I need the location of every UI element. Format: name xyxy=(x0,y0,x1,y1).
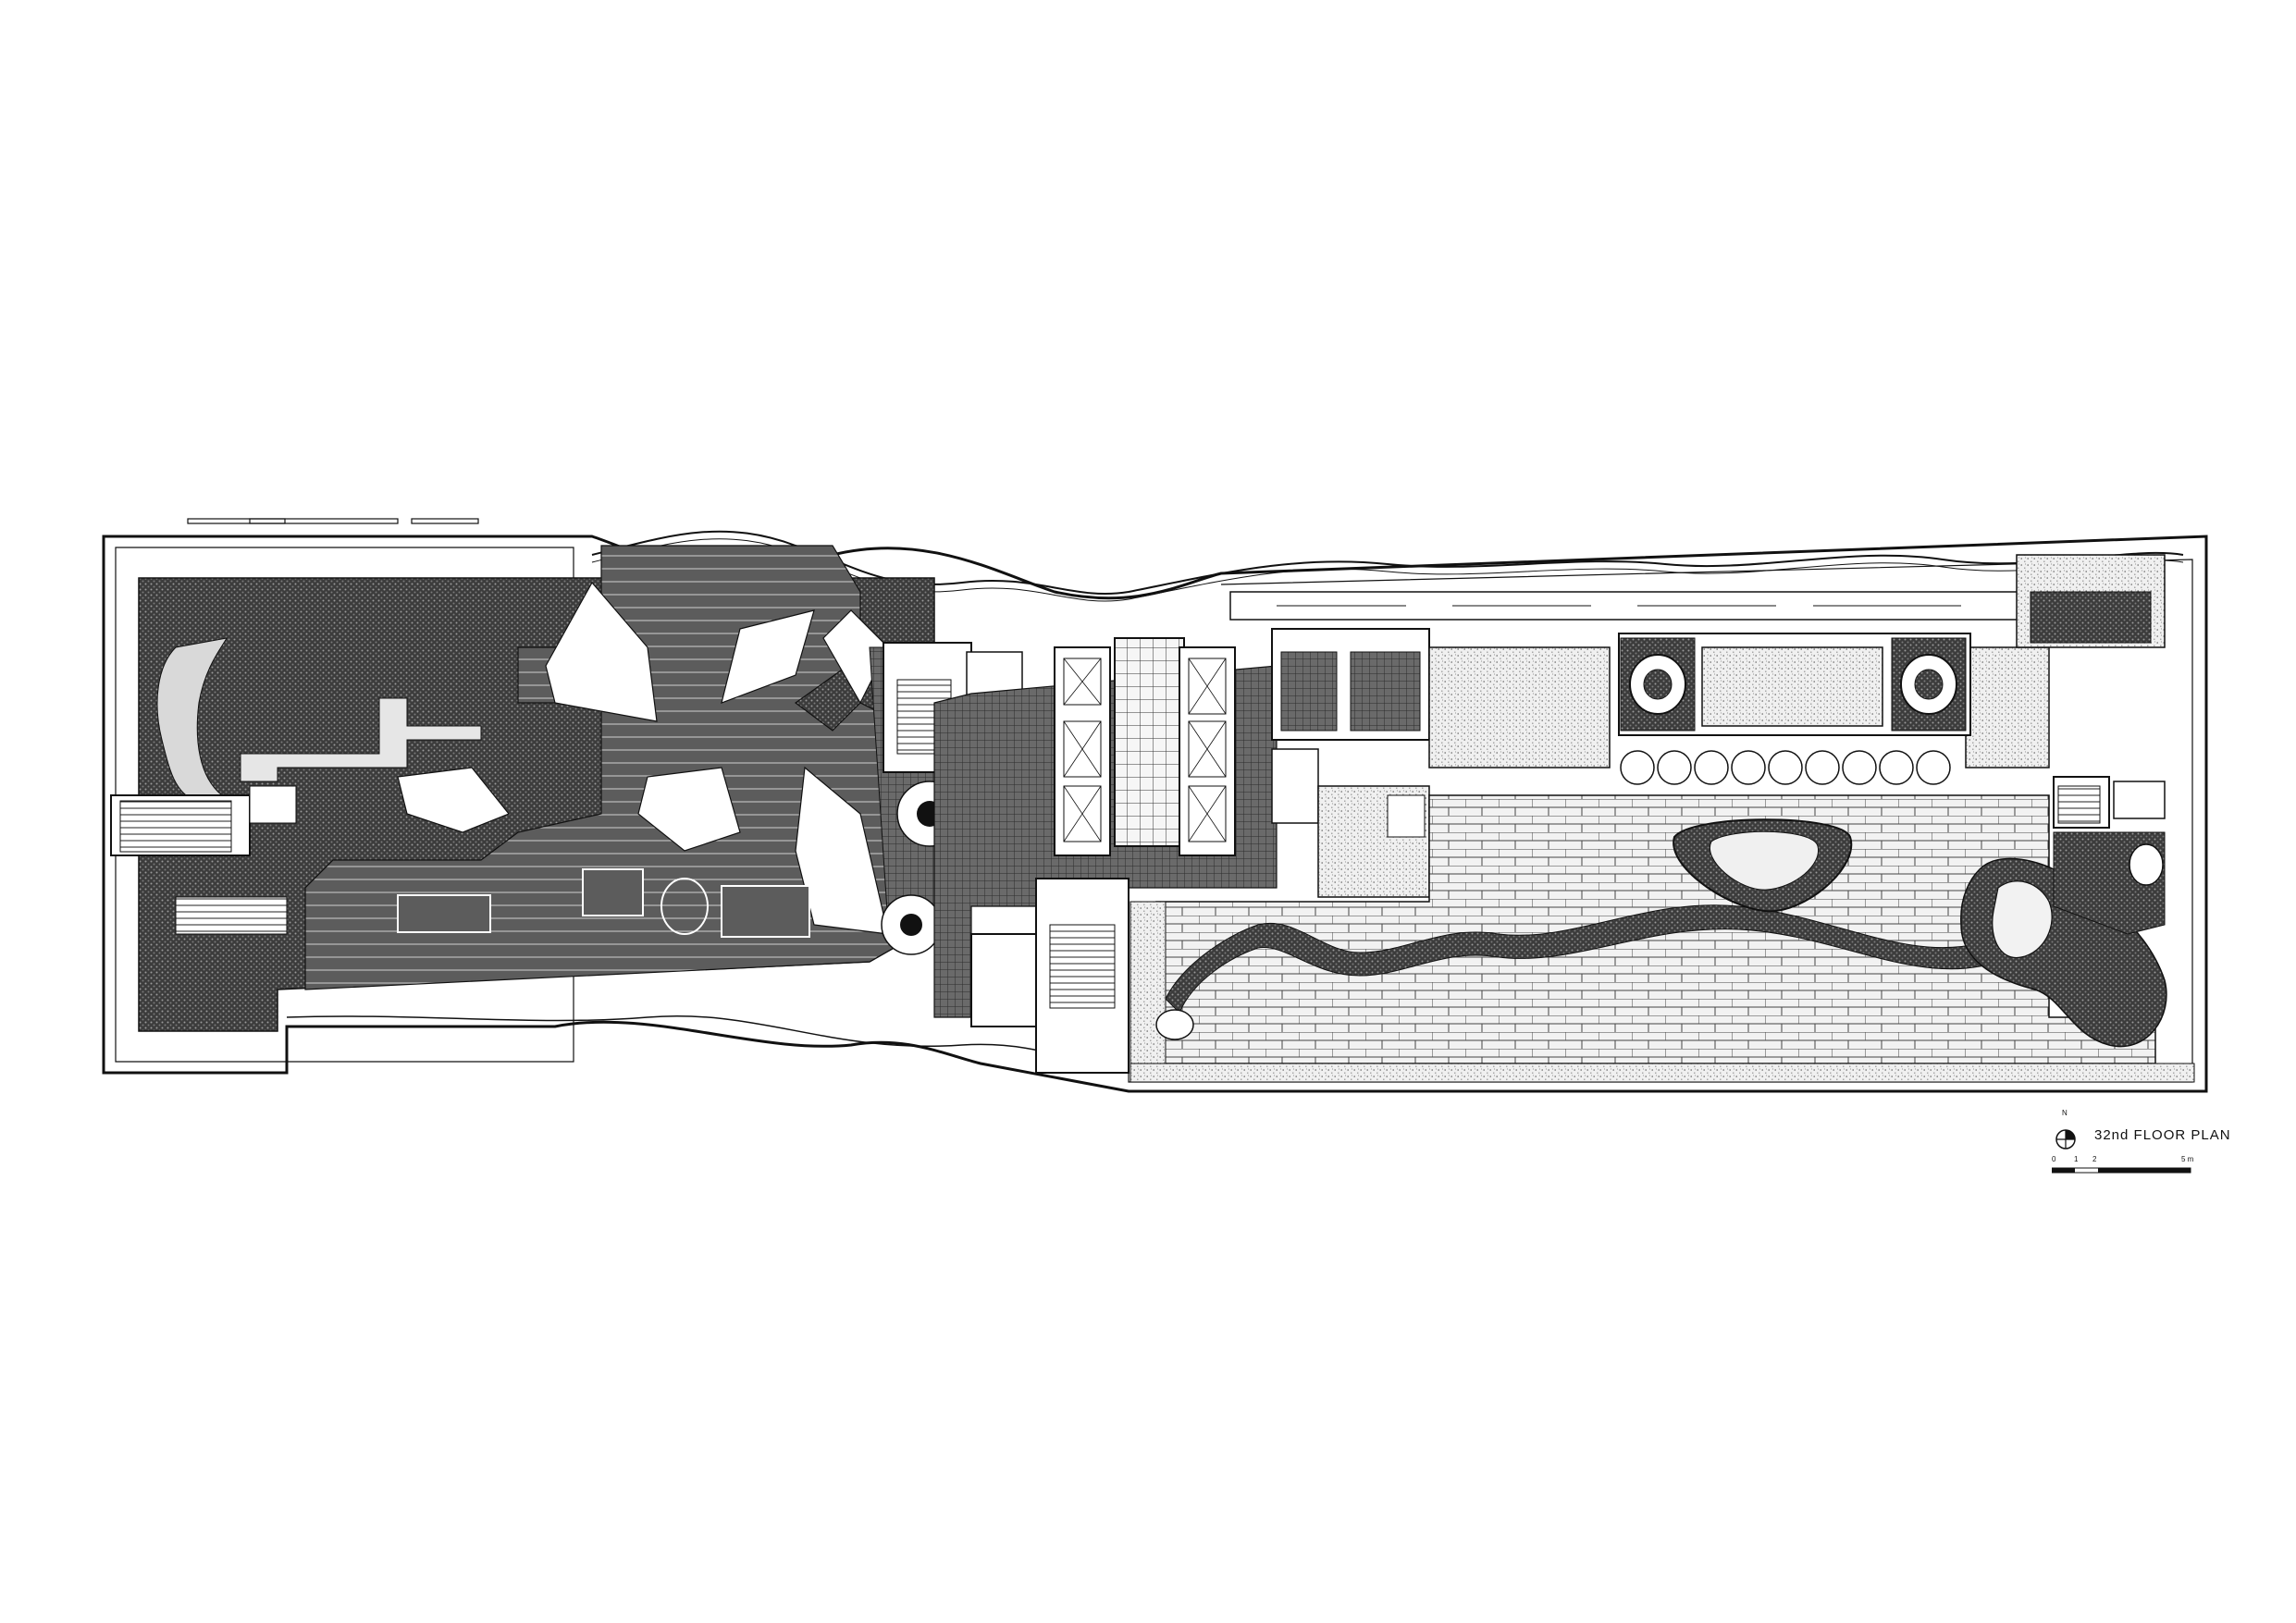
south-border xyxy=(1129,1063,2195,1083)
scale-label-1: 1 xyxy=(2074,1155,2079,1163)
west-stair xyxy=(110,785,297,856)
north-label: N xyxy=(2062,1109,2068,1117)
scale-label-0: 0 xyxy=(2052,1155,2056,1163)
west-wing xyxy=(138,545,935,1032)
scale-label-5m: 5 m xyxy=(2181,1155,2194,1163)
roof-edge-strips xyxy=(187,518,479,524)
drawing-title: 32nd FLOOR PLAN xyxy=(2094,1127,2231,1143)
plan-legend: N 32nd FLOOR PLAN 0 1 2 5 m xyxy=(2052,1109,2255,1179)
scale-bar: 0 1 2 5 m xyxy=(2052,1155,2237,1183)
central-core xyxy=(881,637,1278,1074)
east-wing xyxy=(1129,554,2167,1064)
scale-label-2: 2 xyxy=(2092,1155,2097,1163)
scale-bar-graphic xyxy=(2052,1167,2191,1174)
north-arrow-icon xyxy=(2055,1129,2076,1150)
